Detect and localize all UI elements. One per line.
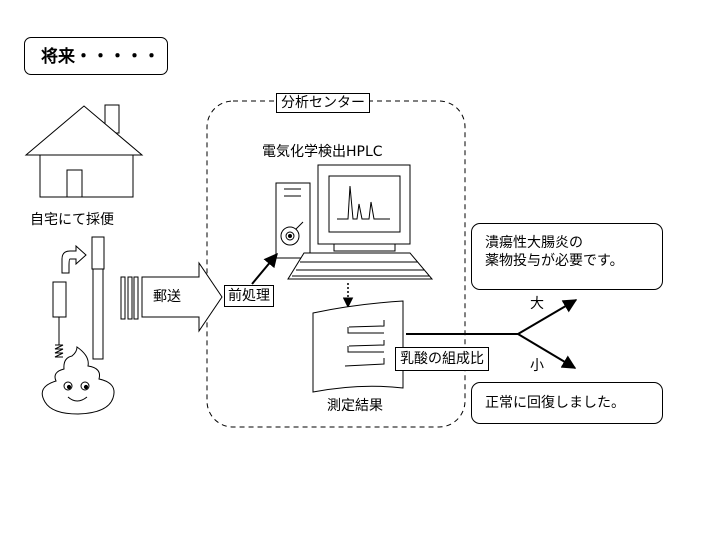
branch-arrows	[406, 299, 578, 369]
branch-small-label: 小	[530, 358, 544, 374]
stool-sample-icon	[41, 346, 115, 415]
home-caption: 自宅にて採便	[30, 212, 114, 228]
shipping-arrow	[120, 261, 223, 333]
to-hplc-arrow	[251, 252, 278, 285]
monitor-icon	[317, 164, 411, 252]
keyboard-icon	[287, 252, 434, 280]
shipping-label: 郵送	[153, 289, 181, 305]
result-label: 測定結果	[327, 398, 383, 414]
instrument-label: 電気化学検出HPLC	[262, 144, 383, 160]
branch-large-label: 大	[530, 296, 544, 312]
outcome-low-text: 正常に回復しました。	[485, 395, 625, 411]
lactic-ratio-box: 乳酸の組成比	[395, 347, 489, 371]
outcome-high-box: 潰瘍性大腸炎の 薬物投与が必要です。	[471, 223, 663, 290]
outcome-high-line1: 潰瘍性大腸炎の	[485, 235, 583, 251]
outcome-low-box: 正常に回復しました。	[471, 382, 663, 424]
outcome-high-line2: 薬物投与が必要です。	[485, 253, 624, 269]
title-box: 将来・・・・・	[24, 37, 168, 75]
preprocess-box: 前処理	[224, 285, 274, 307]
result-document-icon	[312, 300, 404, 393]
hplc-tower-icon	[275, 182, 311, 259]
center-label: 分析センター	[276, 93, 370, 113]
sampling-kit-icon	[52, 236, 105, 360]
house-icon	[24, 104, 144, 198]
